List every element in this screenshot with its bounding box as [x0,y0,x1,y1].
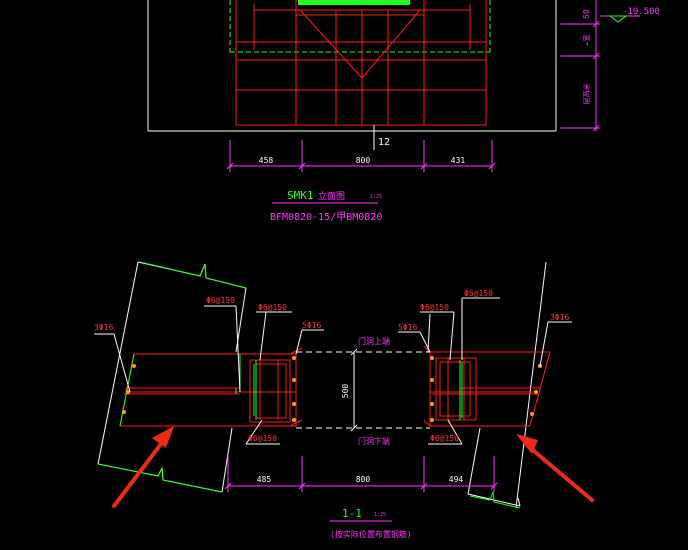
callout-right-stirrup-2: Φ6@150 [464,289,493,298]
callout-left-5phi16: 5Φ16 [302,321,321,330]
elev-dim-50: 50 [582,9,591,19]
callout-right-stirrup-1: Φ6@150 [420,303,449,312]
section-green-stirrups [119,353,463,427]
section-dim-1: 485 [257,475,272,484]
section-bar-dots [122,356,542,422]
callout-bottom-left: Φ6@150 [248,434,277,443]
elevation-outline [147,0,557,150]
callout-leaders [94,297,572,445]
rebar-frame [235,0,487,126]
annotation-arrows [112,426,594,508]
arrow-left-shaft [112,438,166,508]
section-dim-2: 800 [356,475,371,484]
callout-left-stirrup-1: Φ6@150 [206,296,235,305]
elev-dim-1: 458 [259,156,274,165]
door-top-bar [298,0,410,5]
section-title-code: 1-1 [342,507,362,520]
elev-dim-2: 800 [356,156,371,165]
elevation-view: 12 458 800 431 50 ←宽 层高米 [147,0,660,172]
elevation-title-name: 立面图 [318,190,345,202]
opening-top-label: 门洞上端 [358,336,390,346]
elevation-subtitle: BFM0820-15/甲BM0820 [270,212,382,223]
opening-height-dim [350,348,358,432]
section-break-marks [97,261,521,509]
callout-bottom-right: Φ6@150 [430,434,459,443]
elevation-title-code: SMK1 [287,189,314,202]
elev-dim-total: 12 [378,137,390,148]
arrow-left-icon [152,426,174,448]
door-outline-dashed [229,0,491,53]
arrow-right-icon [516,434,538,454]
level-marker-icon [608,15,628,23]
elevation-vertical-dim [560,0,640,132]
section-subtitle: (按实际位置布置钢筋) [330,529,412,539]
section-title: 1-1 1:25 (按实际位置布置钢筋) [330,507,412,539]
elev-dim-3: 431 [451,156,466,165]
section-view: 500 门洞上端 门洞下端 3Φ16 Φ6@ [94,261,572,509]
callout-right-5phi16: 5Φ16 [398,323,417,332]
elev-dim-side-a: ←宽 [582,34,591,45]
section-concrete-outline [119,351,551,427]
section-wall-lines [97,261,547,509]
elev-dim-side-b: 层高米 [582,84,591,105]
section-left-rebar [125,347,303,427]
elevation-title-scale: 1:25 [370,194,382,200]
section-dim-3: 494 [449,475,464,484]
callout-left-3phi16: 3Φ16 [94,323,113,332]
callout-right-3phi16: 3Φ16 [550,313,569,322]
elevation-dim-chain [226,140,496,172]
section-right-rebar [423,345,477,427]
section-title-scale: 1:25 [374,512,386,518]
opening-bottom-label: 门洞下端 [358,436,390,446]
callout-left-stirrup-2: Φ6@150 [258,303,287,312]
elevation-title: SMK1 立面图 1:25 BFM0820-15/甲BM0820 [270,189,382,223]
door-opening-dashed [296,351,430,429]
opening-height-value: 500 [341,384,350,399]
section-dim-chain [224,456,498,492]
arrow-right-shaft [526,444,594,502]
elev-level-mark: -19.500 [622,7,660,17]
